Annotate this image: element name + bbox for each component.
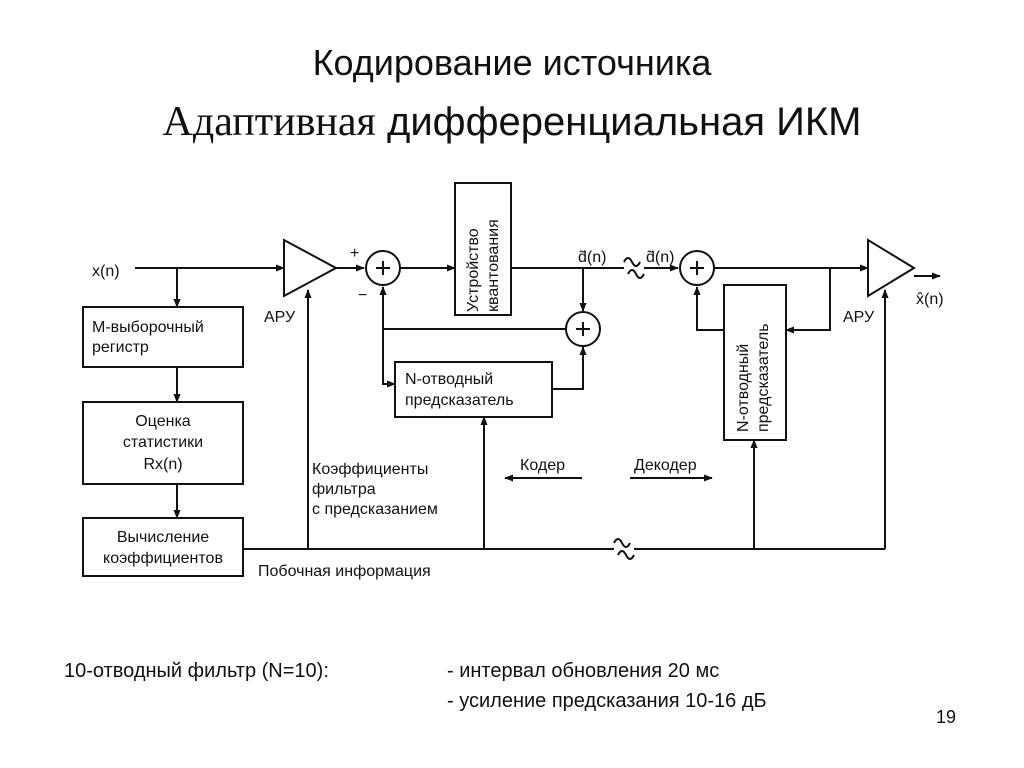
summer-plus-sign: +: [350, 245, 359, 262]
decoder-agc-amplifier: [867, 238, 916, 298]
stats-label-line-2: статистики: [123, 434, 203, 451]
summer-minus-sign: −: [358, 287, 367, 304]
quantizer-box: [454, 182, 512, 316]
filter-coef-label-line-1: Коэффициенты: [312, 461, 428, 478]
statistics-box: [82, 401, 244, 485]
slide-title-line-1: Кодирование источника: [312, 42, 712, 83]
coef-label-line-1: Вычисление: [117, 529, 209, 546]
decoder-predictor-label-line-1: N-отводный: [735, 344, 752, 432]
prediction-gain-note: - усиление предсказания 10-16 дБ: [447, 690, 767, 712]
decoder-predictor-box: [723, 284, 787, 441]
m-register-label-line-2: регистр: [92, 339, 149, 356]
decoder-agc-label: АРУ: [843, 309, 875, 326]
quantizer-label-line-1: Устройство: [465, 228, 482, 312]
decoder-predictor-label-line-2: предсказатель: [755, 323, 772, 432]
input-label: x(n): [92, 263, 120, 280]
output-to-predictor-line: [785, 268, 831, 334]
output-label: x̂(n): [916, 291, 944, 308]
m-register-label-line-1: М-выборочный: [92, 319, 204, 336]
stats-label-line-3: Rx(n): [143, 456, 182, 473]
m-register-box: [82, 306, 244, 368]
coder-label: Кодер: [520, 457, 565, 474]
encoder-predictor-label-line-1: N-отводный: [405, 371, 493, 388]
side-info-label: Побочная информация: [258, 563, 431, 580]
encoder-agc-label: АРУ: [264, 309, 296, 326]
channel-break-upper-a: [623, 257, 641, 267]
decoder-predictor-to-summer-line: [693, 286, 724, 331]
filter-coef-label-line-3: с предсказанием: [312, 501, 438, 518]
decoder-dn-label: d̃(n): [646, 249, 674, 266]
channel-break-upper-b: [627, 269, 645, 279]
channel-break-lower-a: [613, 538, 631, 548]
channel-break-lower-b: [617, 550, 635, 560]
page-number: 19: [936, 707, 957, 727]
encoder-agc-amplifier: [283, 238, 339, 298]
coef-label-line-2: коэффициентов: [103, 550, 223, 567]
predictor-to-summer-line: [552, 346, 587, 390]
encoder-predictor-label-line-2: предсказатель: [405, 392, 514, 409]
update-interval-note: - интервал обновления 20 мс: [447, 660, 720, 682]
filter-coef-label-line-2: фильтра: [312, 481, 376, 498]
stats-label-line-1: Оценка: [135, 413, 191, 430]
slide-title-line-2: Адаптивная дифференциальная ИКМ: [0, 98, 1024, 146]
slide-title-rest: дифференциальная ИКМ: [387, 100, 862, 144]
quantizer-label-line-2: квантования: [485, 219, 502, 312]
filter-note: 10-отводный фильтр (N=10):: [64, 660, 329, 682]
encoder-dn-label: d̃(n): [578, 249, 606, 266]
coefficient-box: [82, 517, 244, 577]
feedback-to-predictor-line: [382, 329, 396, 388]
decoder-label: Декодер: [634, 457, 697, 474]
slide-title-word-adaptive: Адаптивная: [162, 99, 376, 145]
